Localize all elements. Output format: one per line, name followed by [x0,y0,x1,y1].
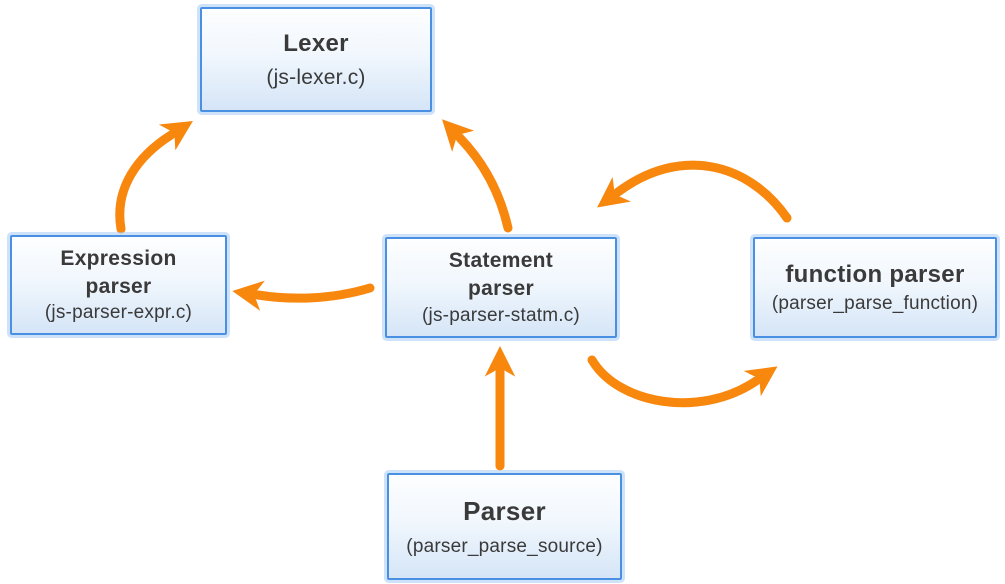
node-lexer-subtitle: (js-lexer.c) [266,65,366,89]
node-statement-parser: Statement parser (js-parser-statm.c) [385,237,617,338]
arrow-statement-parser-to-function-parser [587,355,778,408]
node-expression-parser-title: Expression parser [60,246,177,298]
node-statement-parser-title: Statement parser [448,249,554,301]
node-function-parser: function parser (parser_parse_function) [753,237,997,338]
arrow-statement-parser-to-expression-parser [232,280,375,311]
node-parser: Parser (parser_parse_source) [387,473,622,580]
node-parser-subtitle: (parser_parse_source) [406,536,603,558]
node-lexer-title: Lexer [283,30,349,58]
node-function-parser-subtitle: (parser_parse_function) [771,293,979,315]
arrow-function-parser-to-statement-parser [597,160,792,223]
arrow-expression-parser-to-lexer [115,121,193,234]
node-expression-parser: Expression parser (js-parser-expr.c) [10,235,227,335]
node-expression-parser-subtitle: (js-parser-expr.c) [44,302,193,324]
node-lexer: Lexer (js-lexer.c) [200,7,432,112]
node-function-parser-title: function parser [785,260,965,288]
arrow-statement-parser-to-lexer [441,119,513,233]
node-statement-parser-subtitle: (js-parser-statm.c) [422,304,580,326]
node-parser-title: Parser [463,495,546,526]
